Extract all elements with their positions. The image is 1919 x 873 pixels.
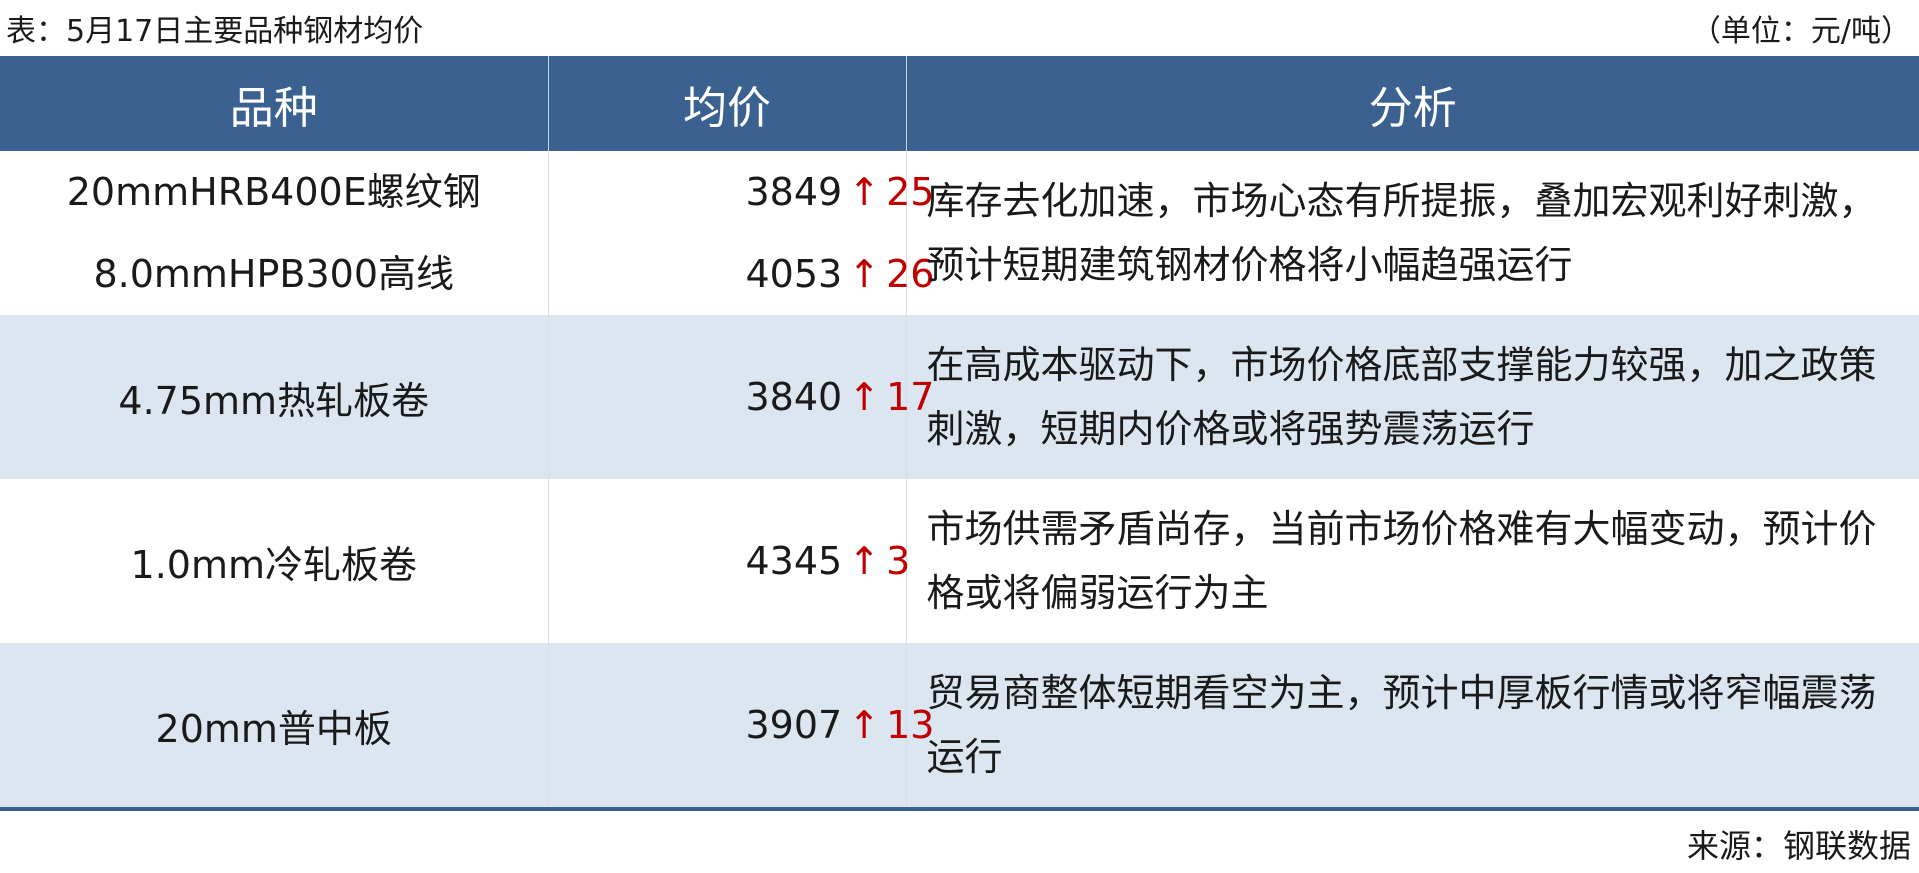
avg-price-value: 3840	[745, 375, 843, 419]
table-row: 20mmHRB400E螺纹钢 8.0mmHPB300高线 3849↑25 405…	[0, 151, 1919, 315]
steel-price-table: 品种 均价 分析 20mmHRB400E螺纹钢 8.0mmHPB300高线 38…	[0, 56, 1919, 811]
avg-price-value: 3907	[745, 703, 843, 747]
variety-name: 4.75mm热轧板卷	[118, 378, 430, 423]
avg-price-value: 4053	[745, 252, 843, 296]
table-row: 20mm普中板 3907↑13 贸易商整体短期看空为主，预计中厚板行情或将窄幅震…	[0, 643, 1919, 811]
variety-cell: 1.0mm冷轧板卷	[0, 479, 549, 643]
source-note: 来源：钢联数据	[1687, 815, 1911, 873]
column-header-variety: 品种	[0, 56, 549, 151]
arrow-up-icon: ↑	[848, 703, 881, 747]
price-line: 4053↑26	[745, 233, 935, 315]
arrow-up-icon: ↑	[848, 375, 881, 419]
arrow-up-icon: ↑	[848, 539, 881, 583]
variety-cell: 20mm普中板	[0, 643, 549, 811]
table-title: 表：5月17日主要品种钢材均价	[6, 14, 424, 49]
variety-name: 20mm普中板	[155, 706, 392, 751]
table-caption-bar: 表：5月17日主要品种钢材均价 （单位：元/吨）	[0, 0, 1919, 56]
variety-cell: 20mmHRB400E螺纹钢 8.0mmHPB300高线	[0, 151, 549, 315]
arrow-up-icon: ↑	[848, 252, 881, 296]
table-row: 4.75mm热轧板卷 3840↑17 在高成本驱动下，市场价格底部支撑能力较强，…	[0, 315, 1919, 479]
variety-name: 20mmHRB400E螺纹钢	[66, 170, 481, 214]
price-cell: 4345↑3	[548, 479, 910, 643]
price-cell: 3840↑17	[548, 315, 934, 479]
price-change-value: 25	[886, 170, 935, 214]
price-table-container: 品种 均价 分析 20mmHRB400E螺纹钢 8.0mmHPB300高线 38…	[0, 56, 1919, 811]
variety-cell: 4.75mm热轧板卷	[0, 315, 549, 479]
analysis-cell: 在高成本驱动下，市场价格底部支撑能力较强，加之政策刺激，短期内价格或将强势震荡运…	[926, 343, 1877, 451]
arrow-up-icon: ↑	[848, 170, 881, 214]
table-row: 1.0mm冷轧板卷 4345↑3 市场供需矛盾尚存，当前市场价格难有大幅变动，预…	[0, 479, 1919, 643]
table-header-row: 品种 均价 分析	[0, 56, 1919, 151]
price-change-value: 26	[886, 252, 935, 296]
price-change-value: 17	[886, 375, 935, 419]
avg-price-value: 4345	[745, 539, 843, 583]
variety-name: 1.0mm冷轧板卷	[130, 542, 417, 587]
price-line: 3849↑25	[745, 151, 935, 233]
column-header-avg-price: 均价	[548, 56, 907, 151]
source-label: 来源：钢联数据	[1686, 827, 1911, 865]
price-change-value: 3	[886, 539, 911, 583]
column-header-analysis: 分析	[906, 56, 1919, 151]
price-cell: 3907↑13	[548, 643, 934, 811]
avg-price-value: 3849	[745, 170, 843, 214]
analysis-cell: 市场供需矛盾尚存，当前市场价格难有大幅变动，预计价格或将偏弱运行为主	[926, 507, 1877, 615]
analysis-cell: 库存去化加速，市场心态有所提振，叠加宏观利好刺激，预计短期建筑钢材价格将小幅趋强…	[926, 179, 1877, 287]
unit-label: （单位：元/吨）	[1690, 14, 1911, 49]
analysis-cell: 贸易商整体短期看空为主，预计中厚板行情或将窄幅震荡运行	[906, 643, 1919, 811]
price-cell: 3849↑25 4053↑26	[548, 151, 935, 315]
variety-name: 8.0mmHPB300高线	[93, 252, 455, 296]
